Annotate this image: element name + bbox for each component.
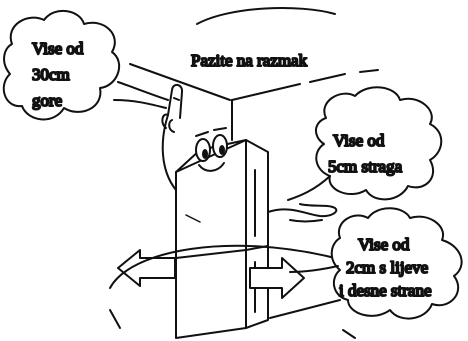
left-arrow-icon — [117, 249, 176, 287]
bubble-top-text: Vise od 30cm gore — [31, 38, 85, 111]
bubble-back-line-1: Vise od — [333, 131, 385, 150]
arm-pointing-up — [161, 84, 184, 191]
bubble-sides-line-3: i desne strane — [339, 281, 432, 300]
right-arrow-icon — [249, 257, 305, 299]
arm-pointing-back — [267, 203, 338, 223]
refrigerator — [175, 139, 269, 339]
bubble-back-line-2: 5cm straga — [328, 157, 403, 176]
bubble-top-line-2: 30cm — [32, 65, 70, 84]
side-arrows — [109, 244, 336, 299]
bubble-sides-text: Vise od 2cm s lijeve i desne strane — [338, 234, 433, 301]
bubble-back — [287, 86, 443, 201]
bubble-top — [2, 9, 169, 121]
diagram-title: Pazite na razmak — [191, 51, 308, 70]
bubble-top-line-1: Vise od — [32, 39, 84, 58]
bubble-sides-line-2: 2cm s lijeve — [346, 258, 428, 277]
bubble-sides-line-1: Vise od — [358, 235, 410, 254]
bubble-top-line-3: gore — [32, 91, 62, 110]
bubble-back-text: Vise od 5cm straga — [327, 130, 404, 177]
room-lines — [109, 7, 379, 339]
smiley-face — [195, 127, 228, 172]
bubble-sides — [289, 207, 463, 320]
